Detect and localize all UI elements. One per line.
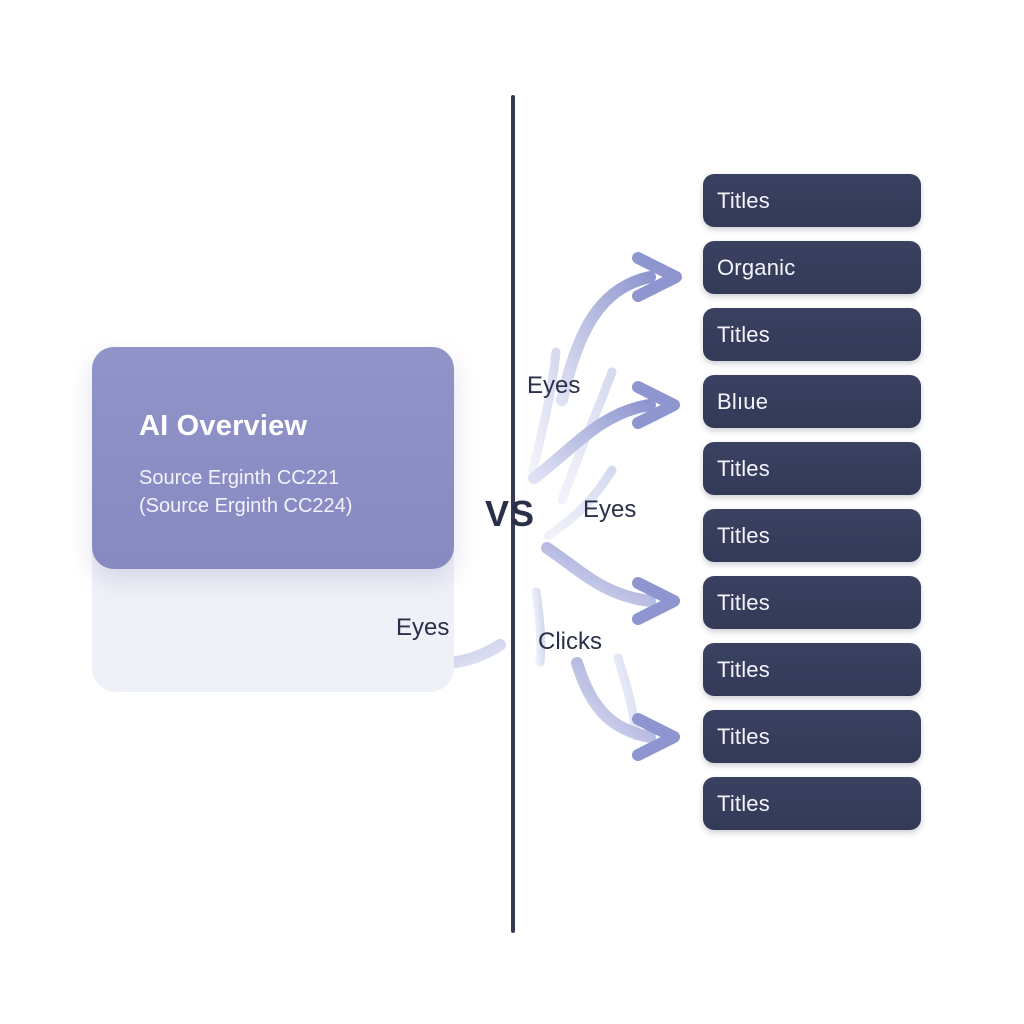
ai-overview-source-text: Source Erginth CC221 (Source Erginth CC2…: [139, 467, 353, 517]
list-item-label: Titles: [717, 321, 770, 347]
list-item[interactable]: Titles: [703, 442, 921, 495]
list-item-label: Titles: [717, 656, 770, 682]
list-item[interactable]: Titles: [703, 710, 921, 763]
curved-arrow-right-icon: [541, 542, 680, 625]
list-item[interactable]: Titles: [703, 308, 921, 361]
ai-overview-card[interactable]: AI Overview Source Erginth CC221 (Source…: [92, 347, 454, 569]
list-item[interactable]: Titles: [703, 643, 921, 696]
center-divider: [511, 95, 515, 933]
list-item[interactable]: Organic: [703, 241, 921, 294]
list-item[interactable]: Titles: [703, 174, 921, 227]
decorative-arc: [613, 653, 641, 741]
list-item-label: Titles: [717, 187, 770, 213]
list-item-label: Organic: [717, 254, 796, 280]
list-item[interactable]: Titles: [703, 509, 921, 562]
curved-arrow-right-icon: [571, 657, 680, 761]
list-item-label: Blıue: [717, 388, 769, 414]
list-item-label: Titles: [717, 790, 770, 816]
flow-label-eyes-mid: Eyes: [583, 496, 637, 523]
flow-label-eyes-low: Eyes: [396, 614, 450, 641]
ai-overview-title: AI Overview: [139, 410, 308, 442]
flow-label-clicks: Clicks: [538, 628, 602, 655]
list-item-label: Titles: [717, 589, 770, 615]
curved-arrow-right-icon: [528, 381, 680, 484]
list-item-label: Titles: [717, 522, 770, 548]
flow-label-eyes-top: Eyes: [527, 372, 581, 399]
decorative-arc: [528, 347, 561, 475]
vs-label: VS: [485, 493, 536, 534]
list-item[interactable]: Titles: [703, 777, 921, 830]
list-item-label: Titles: [717, 723, 770, 749]
list-item[interactable]: Titles: [703, 576, 921, 629]
list-item-label: Titles: [717, 455, 770, 481]
list-item[interactable]: Blıue: [703, 375, 921, 428]
